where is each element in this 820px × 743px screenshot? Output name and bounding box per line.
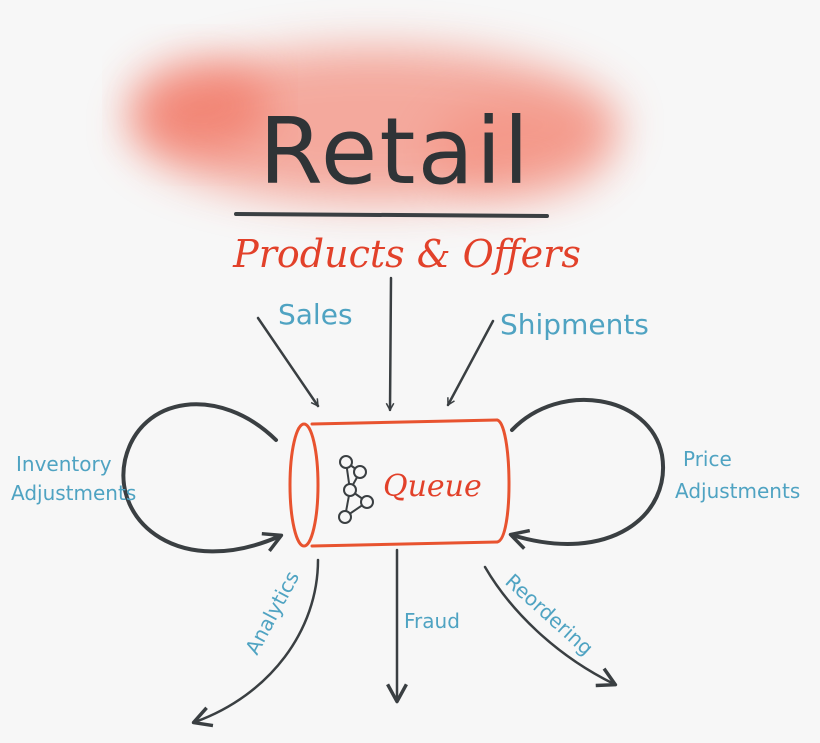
shipments-label: Shipments <box>500 308 649 341</box>
inventory-label-line1: Inventory <box>16 452 112 476</box>
inventory-loop-arrow <box>121 402 284 554</box>
queue-label: Queue <box>383 469 482 504</box>
reordering-arrow <box>483 565 618 688</box>
title-underline <box>234 212 549 218</box>
diagram-subtitle: Products & Offers <box>232 232 581 276</box>
price-loop-arrow <box>508 397 666 550</box>
analytics-arrow <box>191 558 320 728</box>
title-highlight <box>130 47 620 203</box>
sales-arrow <box>256 316 320 408</box>
inventory-label-line2: Adjustments <box>11 481 136 505</box>
network-graph-icon <box>338 455 374 524</box>
price-label-line2: Adjustments <box>675 479 800 503</box>
reordering-label: Reordering <box>501 569 598 660</box>
price-label-line1: Price <box>683 447 732 471</box>
sales-label: Sales <box>278 298 353 331</box>
products-arrow <box>385 276 395 412</box>
diagram-title: Retail <box>259 98 531 205</box>
queue-node <box>288 418 511 548</box>
shipments-arrow <box>446 319 495 407</box>
fraud-label: Fraud <box>404 609 460 633</box>
